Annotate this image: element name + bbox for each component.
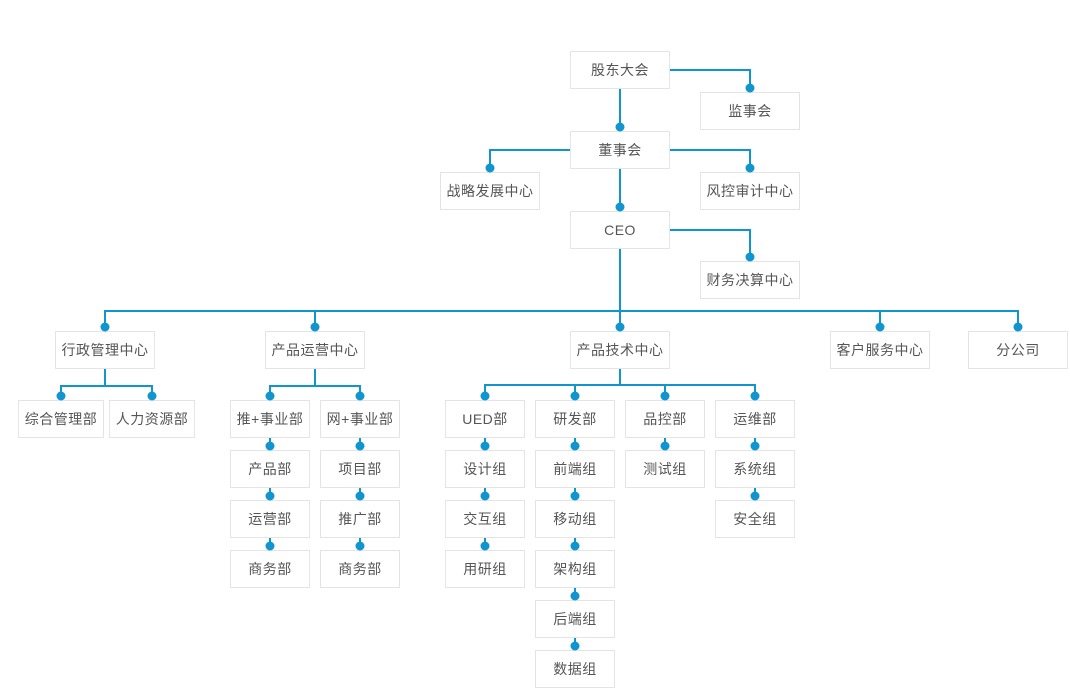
org-node-project-dept: 项目部: [320, 450, 400, 488]
org-node-hr-dept: 人力资源部: [109, 400, 195, 438]
org-node-product-ops-center: 产品运营中心: [265, 331, 365, 369]
org-node-system-group: 系统组: [715, 450, 795, 488]
connector-line-branch-tees: [60, 369, 756, 400]
org-node-tech-center: 产品技术中心: [570, 331, 670, 369]
org-node-interaction-group: 交互组: [445, 500, 525, 538]
org-node-board: 董事会: [570, 131, 670, 169]
org-node-ceo: CEO: [570, 211, 670, 249]
org-node-frontend-group: 前端组: [535, 450, 615, 488]
org-node-architecture-group: 架构组: [535, 550, 615, 588]
org-node-om-dept: 运维部: [715, 400, 795, 438]
org-node-risk: 风控审计中心: [700, 172, 800, 210]
org-node-backend-group: 后端组: [535, 600, 615, 638]
org-node-strategy: 战略发展中心: [440, 172, 540, 210]
org-node-wang-division: 网+事业部: [320, 400, 400, 438]
org-node-promotion-dept: 推广部: [320, 500, 400, 538]
org-node-product-dept: 产品部: [230, 450, 310, 488]
org-node-business-dept-right: 商务部: [320, 550, 400, 588]
org-node-design-group: 设计组: [445, 450, 525, 488]
org-node-tui-division: 推+事业部: [230, 400, 310, 438]
org-node-branch: 分公司: [968, 331, 1068, 369]
connector-line-center-bus: [104, 310, 1019, 331]
org-node-security-group: 安全组: [715, 500, 795, 538]
org-node-shareholders: 股东大会: [570, 51, 670, 89]
org-node-mobile-group: 移动组: [535, 500, 615, 538]
org-node-general-dept: 综合管理部: [18, 400, 104, 438]
org-node-admin-center: 行政管理中心: [55, 331, 155, 369]
org-node-data-group: 数据组: [535, 650, 615, 688]
org-node-operations-dept: 运营部: [230, 500, 310, 538]
org-node-supervisory: 监事会: [700, 92, 800, 130]
org-node-qc-dept: 品控部: [625, 400, 705, 438]
org-node-user-research-group: 用研组: [445, 550, 525, 588]
org-node-business-dept-left: 商务部: [230, 550, 310, 588]
org-node-testing-group: 测试组: [625, 450, 705, 488]
org-node-customer-center: 客户服务中心: [830, 331, 930, 369]
org-node-ued-dept: UED部: [445, 400, 525, 438]
org-node-finance: 财务决算中心: [700, 261, 800, 299]
org-node-rd-dept: 研发部: [535, 400, 615, 438]
